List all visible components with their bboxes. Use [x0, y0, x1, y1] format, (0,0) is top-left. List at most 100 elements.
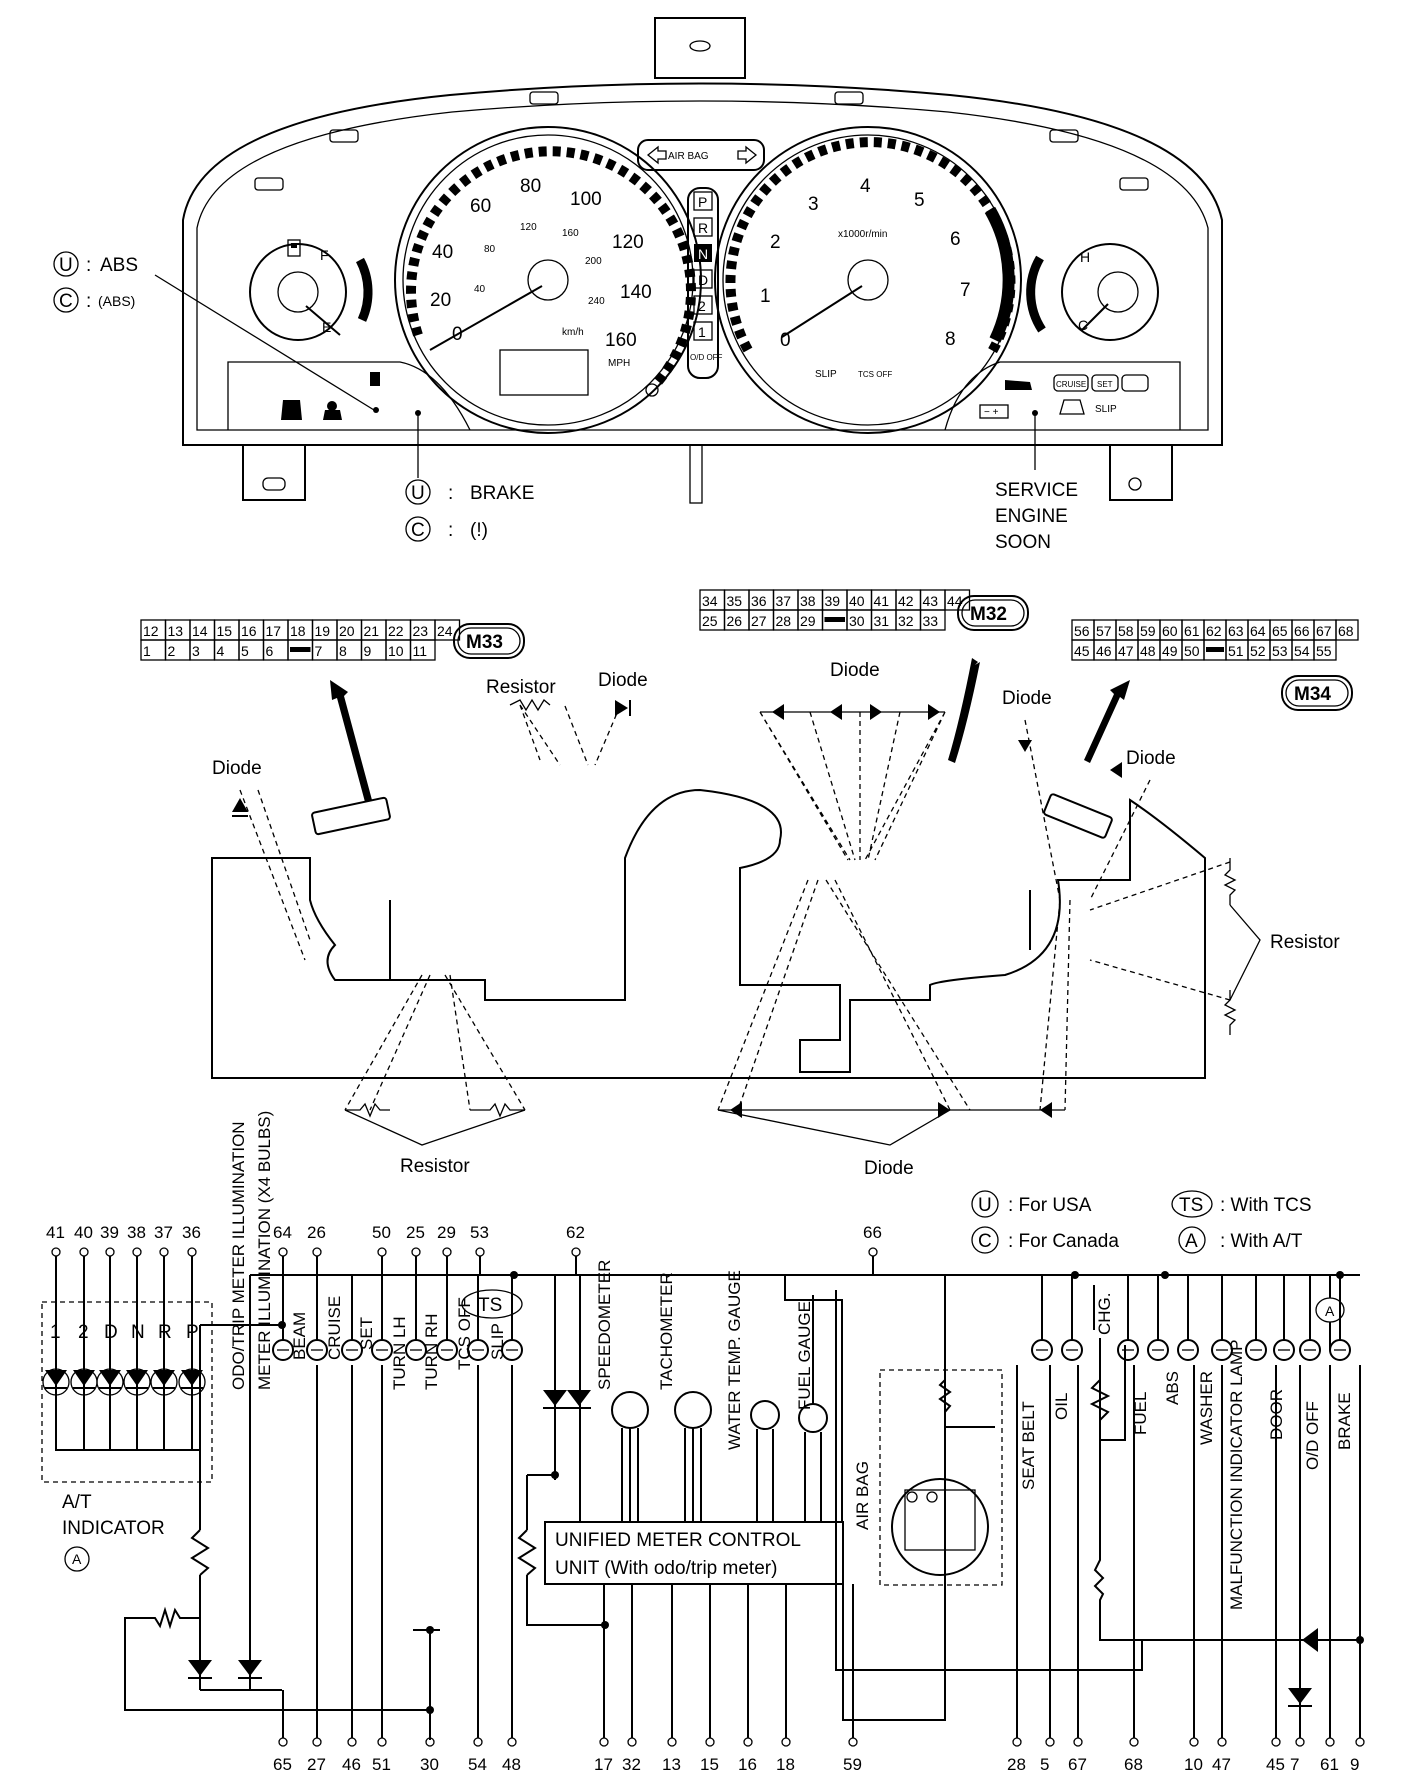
gear-2: 2	[698, 298, 706, 314]
bottom-pin-terminal	[599, 1737, 609, 1747]
resistor-label-3: Resistor	[400, 1156, 470, 1177]
m34-pin-label: 51	[1228, 643, 1244, 659]
tacho-5: 5	[914, 190, 925, 211]
circuit-label: TURN RH	[422, 1314, 441, 1391]
m33-pin-label: 1	[143, 643, 151, 659]
circuit-label: TACHOMETER	[657, 1272, 676, 1390]
m32-pin-label: 31	[874, 613, 890, 629]
bottom-pin-label: 30	[420, 1755, 439, 1774]
gear-d: D	[698, 272, 708, 288]
tacho-0: 0	[780, 330, 791, 351]
at-indicator-label-1: A/T	[62, 1492, 92, 1513]
at-led	[73, 1370, 95, 1386]
left-callout-c-text: (ABS)	[98, 293, 135, 309]
fuel-pump-icon	[287, 239, 301, 257]
bottom-pin-terminal	[1325, 1737, 1335, 1747]
speedo-kmh-240: 240	[588, 296, 605, 307]
bottom-pin-terminal	[848, 1737, 858, 1747]
bottom-pin-terminal	[312, 1737, 322, 1747]
m33-pin-label: 16	[241, 623, 257, 639]
top-pin-terminal	[159, 1247, 169, 1257]
m33-pin-label: 2	[168, 643, 176, 659]
m32-pin-label: 25	[702, 613, 718, 629]
m32-pin-label: 39	[825, 593, 841, 609]
m33-pin-label: 21	[364, 623, 380, 639]
circuit-label: OIL	[1052, 1393, 1071, 1420]
m34-pin-label: 53	[1272, 643, 1288, 659]
bottom-pin-label: 68	[1124, 1755, 1143, 1774]
left-callout-c-letter: C	[59, 291, 73, 312]
m33-badge: M33	[466, 632, 503, 653]
top-pin-terminal	[105, 1247, 115, 1257]
bottom-pin-label: 15	[700, 1755, 719, 1774]
pointer-arrows	[330, 650, 1130, 802]
at-led	[99, 1370, 121, 1386]
ts-tag: TS	[478, 1295, 502, 1316]
bottom-callout-c-text: (!)	[470, 520, 488, 541]
bottom-pin-terminal	[667, 1737, 677, 1747]
fuel-low-icon	[370, 372, 380, 386]
bottom-pin-label: 45	[1266, 1755, 1285, 1774]
at-led	[126, 1370, 148, 1386]
circuit-label: ABS	[1163, 1371, 1182, 1405]
bottom-pin-terminal	[627, 1737, 637, 1747]
m34-pin-cell	[1335, 619, 1359, 641]
top-pin-label: 36	[182, 1223, 201, 1242]
m32-pin-label: 37	[776, 593, 792, 609]
bottom-pin-label: 47	[1212, 1755, 1231, 1774]
top-pin-label: 29	[437, 1223, 456, 1242]
left-callout-u-letter: U	[59, 255, 73, 276]
at-led-ring	[178, 1368, 206, 1396]
m32-pin-label: 36	[751, 593, 767, 609]
circuit-label: SPEEDOMETER	[595, 1260, 614, 1390]
bottom-pin-terminal	[1129, 1737, 1139, 1747]
m34-pin-label: 48	[1140, 643, 1156, 659]
circuit-label: ODO/TRIP METER ILLUMINATION	[229, 1121, 248, 1390]
top-pin-label: 26	[307, 1223, 326, 1242]
battery-icon: − +	[979, 404, 1009, 419]
circuit-label: SLIP	[488, 1323, 507, 1360]
svg-text::: :	[86, 255, 91, 276]
circuit-label: BRAKE	[1335, 1392, 1354, 1450]
legend-c-text: : For Canada	[1008, 1231, 1119, 1252]
tacho-8: 8	[945, 329, 956, 350]
at-position-label: R	[158, 1322, 172, 1343]
tacho-slip: SLIP	[815, 369, 837, 380]
circuit-label: SET	[357, 1317, 376, 1350]
m32-pin-label: 29	[800, 613, 816, 629]
bottom-pin-terminal	[1012, 1737, 1022, 1747]
at-position-label: P	[186, 1322, 199, 1343]
tacho-tcs-off: TCS OFF	[858, 370, 892, 379]
svg-text::: :	[86, 291, 91, 312]
bottom-pin-terminal	[1073, 1737, 1083, 1747]
speedo-mph-160: 160	[605, 330, 637, 351]
bottom-callout-c-letter: C	[411, 520, 425, 541]
top-pin-terminal	[377, 1247, 387, 1257]
m32-key-bar	[824, 617, 845, 622]
m33-pin-label: 5	[241, 643, 249, 659]
speedo-mph-100: 100	[570, 189, 602, 210]
bottom-pin-terminal	[743, 1737, 753, 1747]
m33-pin-label: 18	[290, 623, 306, 639]
top-pin-terminal	[571, 1247, 581, 1257]
speedo-unit-mph: MPH	[608, 358, 630, 369]
m33-pin-label: 17	[266, 623, 282, 639]
m33-pin-label: 20	[339, 623, 355, 639]
board-labels: Diode Resistor Diode Diode Diode Diode R…	[212, 660, 1340, 1179]
bottom-pin-label: 13	[662, 1755, 681, 1774]
m34-badge: M34	[1294, 684, 1331, 705]
board-components	[232, 698, 1261, 1146]
gear-p: P	[698, 194, 707, 210]
bottom-pin-terminal	[425, 1737, 435, 1747]
top-pin-terminal	[132, 1247, 142, 1257]
legend-ts-text: : With TCS	[1220, 1195, 1312, 1216]
speedo-kmh-120: 120	[520, 222, 537, 233]
m34-pin-label: 67	[1316, 623, 1332, 639]
circuit-board	[211, 788, 1206, 1079]
slip-indicator: SLIP	[1095, 404, 1117, 415]
diode-label-3: Diode	[830, 660, 880, 681]
circuit-label: AIR BAG	[853, 1461, 872, 1530]
